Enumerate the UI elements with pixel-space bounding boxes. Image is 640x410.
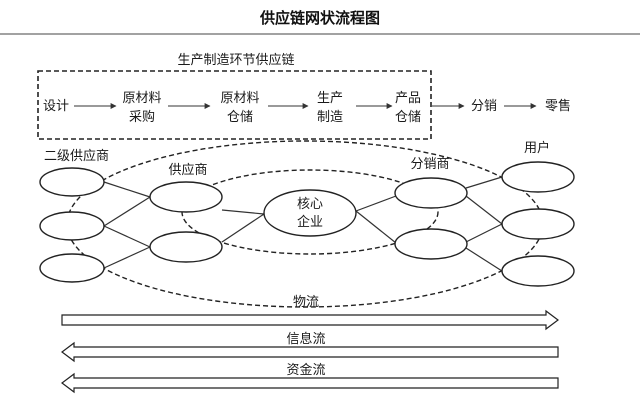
connection-line	[355, 210, 397, 244]
connection-line	[355, 195, 397, 212]
step-product-storage-line1: 产品	[395, 91, 421, 106]
supplier-label: 供应商	[168, 162, 207, 178]
information-flow-label: 信息流	[286, 331, 325, 347]
connection-line	[465, 195, 503, 225]
step-design: 设计	[43, 99, 69, 114]
connection-line	[103, 225, 151, 248]
diagram-title: 供应链网状流程图	[259, 9, 380, 27]
network-connections	[103, 176, 503, 272]
supplier-node	[149, 231, 223, 263]
step-production-line2: 制造	[317, 110, 343, 125]
secondary-supplier-node	[39, 167, 105, 197]
manufacturing-box-label: 生产制造环节供应链	[177, 52, 294, 68]
connection-line	[103, 246, 151, 269]
manufacturing-box	[37, 70, 432, 140]
user-node	[501, 255, 575, 287]
user-node	[501, 161, 575, 193]
distributor-label: 分销商	[410, 157, 449, 172]
distributor-node	[394, 228, 468, 260]
step-production-line1: 生产	[317, 91, 343, 106]
user-label: 用户	[524, 140, 550, 156]
step-raw-purchase-line1: 原材料	[122, 91, 161, 106]
supplier-node	[149, 181, 223, 213]
secondary-supplier-label: 二级供应商	[44, 148, 109, 164]
step-raw-storage-line1: 原材料	[220, 91, 259, 106]
logistics-flow-label: 物流	[293, 295, 319, 310]
capital-flow-arrow	[61, 372, 559, 394]
core-enterprise-line2: 企业	[297, 214, 323, 230]
connection-line	[221, 209, 265, 215]
step-distribution: 分销	[471, 99, 497, 114]
step-product-storage-line2: 仓储	[395, 110, 421, 125]
distributor-node	[394, 177, 468, 209]
core-enterprise-line1: 核心	[297, 197, 323, 212]
information-flow-arrow	[61, 341, 559, 363]
connection-line	[103, 181, 151, 198]
connection-line	[221, 213, 265, 243]
step-raw-storage-line2: 仓储	[227, 110, 253, 125]
secondary-supplier-node	[39, 253, 105, 283]
capital-flow-label: 资金流	[286, 362, 325, 378]
secondary-supplier-node	[39, 211, 105, 241]
connection-line	[103, 196, 151, 227]
step-retail: 零售	[545, 98, 571, 114]
connection-line	[465, 247, 503, 272]
step-raw-purchase-line2: 采购	[129, 109, 155, 125]
connection-line	[465, 223, 503, 243]
core-enterprise-node	[263, 189, 357, 237]
connection-line	[465, 176, 503, 189]
user-node	[501, 208, 575, 240]
logistics-flow-arrow	[61, 309, 559, 331]
